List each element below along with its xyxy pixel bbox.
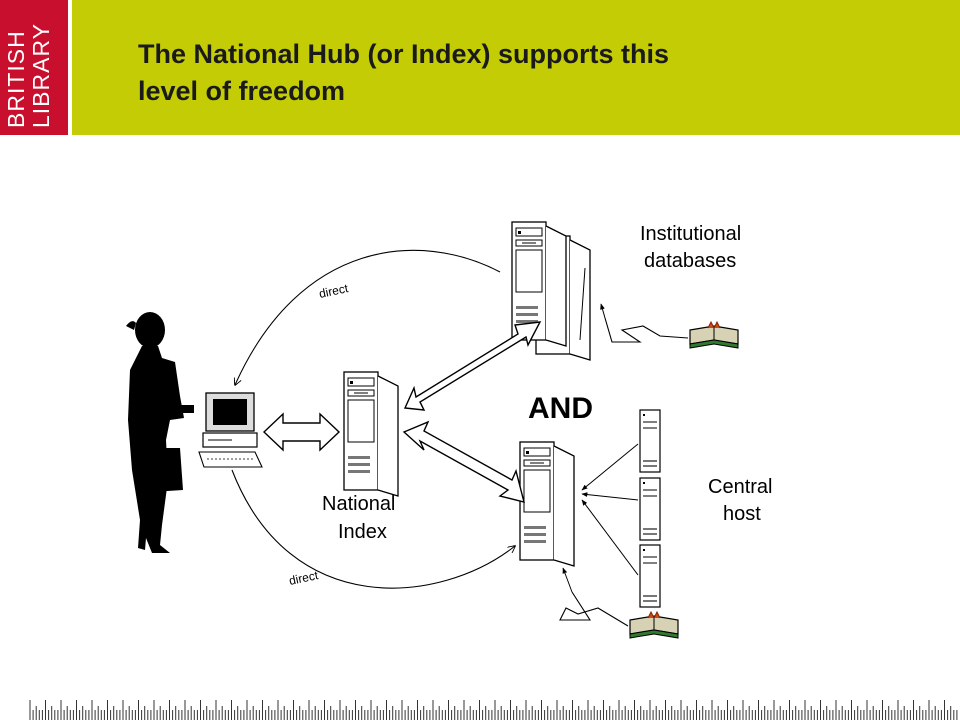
national-index-server-icon	[343, 371, 399, 497]
direct-label-bottom: direct	[288, 568, 320, 588]
slide-title: The National Hub (or Index) supports thi…	[138, 36, 838, 110]
central-host-label-1: Central	[708, 476, 772, 498]
central-host-server-icon	[519, 441, 575, 567]
national-index-label-2: Index	[338, 521, 387, 543]
user-silhouette-icon	[126, 312, 194, 553]
architecture-diagram: direct direct National Index Institution…	[126, 221, 772, 639]
book-institutional-icon	[689, 321, 739, 349]
institutional-label-2: databases	[644, 250, 736, 272]
national-index-label-1: National	[322, 493, 395, 515]
british-library-logo: BRITISH LIBRARY	[0, 0, 68, 135]
header: BRITISH LIBRARY The National Hub (or Ind…	[0, 0, 960, 135]
double-arrow-index-central	[402, 420, 525, 503]
book-central-icon	[629, 611, 679, 639]
slide-title-line-1: The National Hub (or Index) supports thi…	[138, 39, 670, 69]
workstation-icon	[198, 392, 263, 468]
institutional-label-1: Institutional	[640, 223, 741, 245]
central-host-node-1-icon	[639, 409, 661, 473]
central-host-label-2: host	[723, 503, 761, 525]
double-arrow-workstation-index	[262, 412, 341, 452]
direct-arc-bottom	[231, 469, 515, 589]
direct-arc-top	[235, 249, 501, 385]
slide-title-line-2: level of freedom	[138, 76, 346, 106]
logo-line-british: BRITISH	[3, 30, 29, 128]
central-host-node-2-icon	[639, 477, 661, 541]
title-banner	[72, 0, 960, 135]
direct-label-top: direct	[318, 281, 350, 301]
and-label: AND	[528, 392, 593, 425]
institutional-server-icon	[511, 221, 591, 361]
ruler-decoration	[29, 700, 958, 720]
central-host-node-3-icon	[639, 544, 661, 608]
logo-line-library: LIBRARY	[28, 22, 54, 128]
double-arrow-index-institutional	[403, 321, 542, 411]
